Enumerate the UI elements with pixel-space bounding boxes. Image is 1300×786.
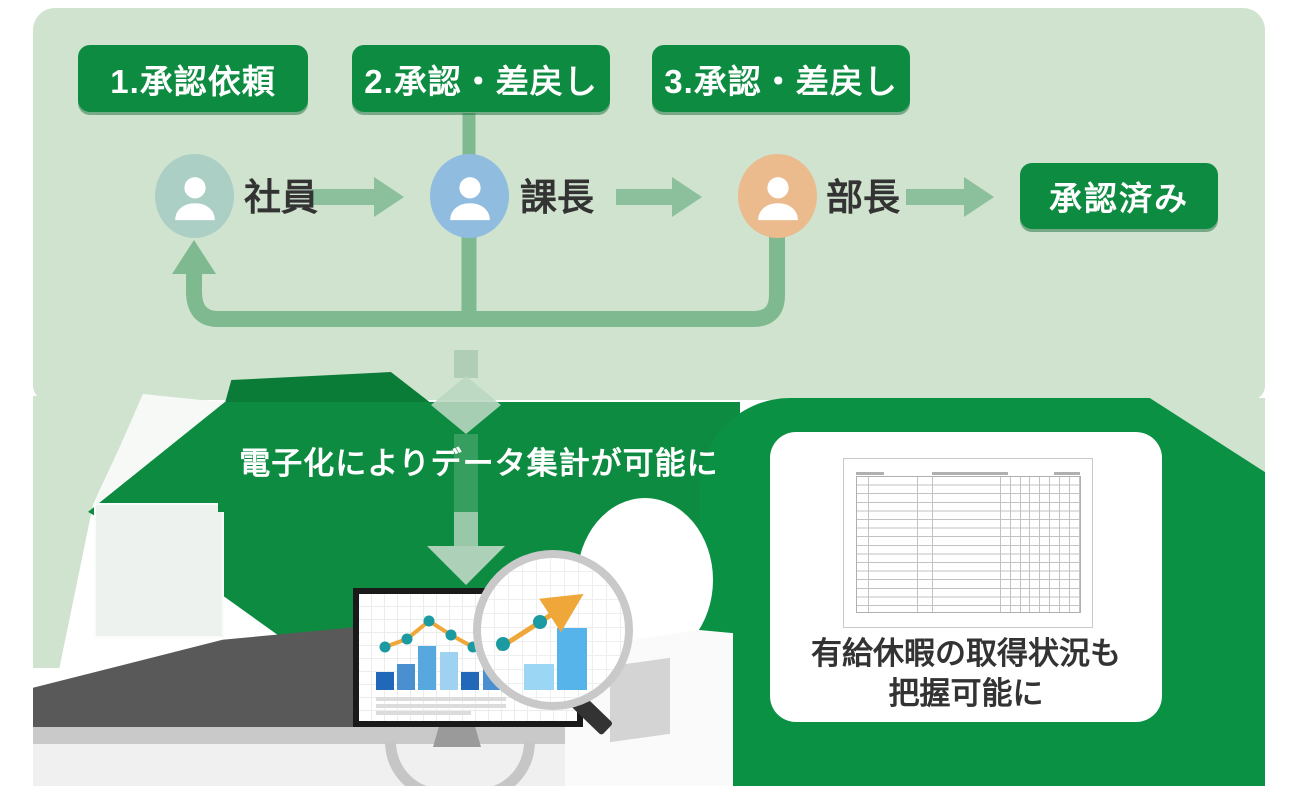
sheet-header-placeholder [856, 472, 884, 475]
bar [440, 652, 458, 690]
magnifier-icon [473, 550, 633, 710]
sheet-header-placeholder [1054, 472, 1080, 475]
sheet-column [1040, 477, 1051, 612]
bar [376, 672, 394, 690]
bar [397, 664, 415, 690]
paid-leave-card: 有給休暇の取得状況も 把握可能に [770, 432, 1162, 722]
sheet-column [1070, 477, 1081, 612]
magnified-trend-icon [496, 593, 584, 652]
sheet-header-placeholder [932, 472, 1008, 475]
sheet-column [1001, 477, 1011, 612]
person-icon [449, 177, 490, 221]
sheet-column [1021, 477, 1031, 612]
step-box-1: 1.承認依頼 [78, 45, 308, 112]
sheet-grid [856, 476, 1081, 613]
banner-text: 電子化によりデータ集計が可能に [239, 445, 719, 481]
employee-label: 社員 [244, 177, 318, 218]
bar [524, 664, 554, 690]
magnifier-lens [481, 558, 625, 702]
sheet-column [933, 477, 1001, 612]
spreadsheet-icon [843, 458, 1093, 628]
floor-strip-dark [33, 727, 740, 744]
text-placeholder [376, 711, 471, 715]
sheet-column [869, 477, 919, 612]
chair [385, 742, 535, 786]
person-icon [757, 177, 798, 221]
employee-avatar [155, 154, 234, 238]
card-caption-line1: 有給休暇の取得状況も [811, 636, 1121, 671]
line-chart-icon [379, 615, 479, 653]
sheet-column [1060, 477, 1071, 612]
sheet-column [1050, 477, 1061, 612]
step-box-3: 3.承認・差戻し [652, 45, 910, 112]
card-caption: 有給休暇の取得状況も 把握可能に [770, 634, 1162, 714]
text-placeholder [376, 704, 506, 708]
sheet-column [857, 477, 869, 612]
bar [461, 672, 479, 690]
approved-box: 承認済み [1020, 163, 1218, 229]
director-label: 部長 [826, 177, 900, 218]
step-box-2: 2.承認・差戻し [352, 45, 610, 112]
card-caption-line2: 把握可能に [888, 676, 1044, 711]
whiteboard [94, 503, 224, 638]
text-placeholder [376, 697, 506, 701]
person-icon [174, 177, 215, 221]
manager-label: 課長 [520, 177, 594, 218]
director-avatar [738, 154, 817, 238]
bar [557, 628, 587, 690]
sheet-column [918, 477, 934, 612]
sheet-column [1011, 477, 1021, 612]
bar [418, 646, 436, 690]
manager-avatar [430, 154, 509, 238]
sheet-column [1030, 477, 1041, 612]
